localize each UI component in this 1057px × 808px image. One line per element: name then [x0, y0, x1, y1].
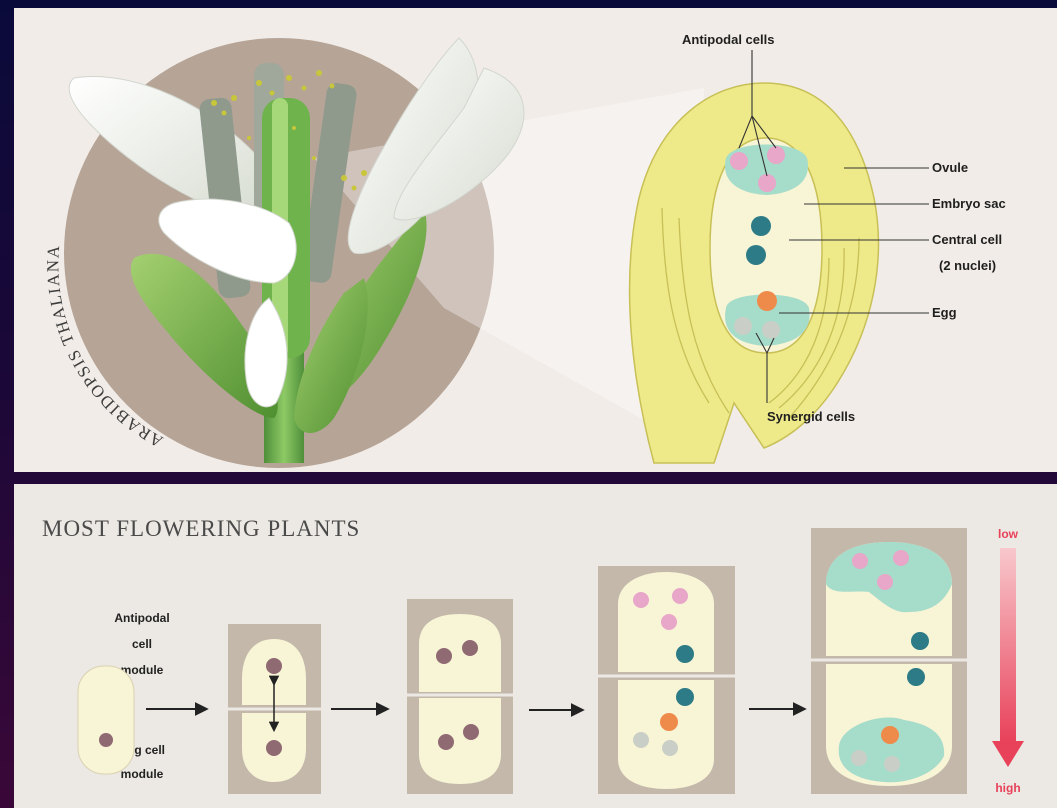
- ovule-illustration: ARABIDOPSIS THALIANA: [14, 8, 1057, 472]
- stage-4: [598, 566, 735, 794]
- synergid-nucleus: [734, 317, 752, 335]
- antipodal-nucleus: [730, 152, 748, 170]
- label-antipodal-cells: Antipodal cells: [682, 32, 774, 47]
- label-synergid-cells: Synergid cells: [767, 409, 855, 424]
- antipodal-nucleus: [767, 146, 785, 164]
- ovule-diagram: [630, 83, 879, 463]
- most-flowering-plants-panel: MOST FLOWERING PLANTS Antipodal cell mod…: [14, 484, 1057, 808]
- stage-2: [228, 624, 321, 794]
- label-antipodal-module: cell: [132, 637, 152, 651]
- antipodal-nucleus: [758, 174, 776, 192]
- egg-nucleus: [757, 291, 777, 311]
- module-sequence-diagram: MOST FLOWERING PLANTS Antipodal cell mod…: [14, 484, 1057, 808]
- central-cell-nucleus: [746, 245, 766, 265]
- low-high-gradient: low high: [992, 527, 1024, 795]
- synergid-nucleus: [762, 321, 780, 339]
- stage-1: [78, 666, 134, 774]
- gradient-high-label: high: [995, 781, 1020, 795]
- gradient-low-label: low: [998, 527, 1019, 541]
- central-cell-nucleus: [751, 216, 771, 236]
- ovule-illustration-panel: ARABIDOPSIS THALIANA: [14, 8, 1057, 472]
- stage-3: [407, 599, 513, 794]
- label-central-cell: Central cell: [932, 232, 1002, 247]
- label-central-cell-nuclei: (2 nuclei): [939, 258, 996, 273]
- label-egg: Egg: [932, 305, 957, 320]
- label-ovule: Ovule: [932, 160, 968, 175]
- label-antipodal-module: Antipodal: [114, 611, 169, 625]
- label-egg-cell-module: module: [121, 767, 164, 781]
- panel-title: MOST FLOWERING PLANTS: [42, 516, 360, 541]
- label-embryo-sac: Embryo sac: [932, 196, 1006, 211]
- stage-5: [811, 528, 967, 794]
